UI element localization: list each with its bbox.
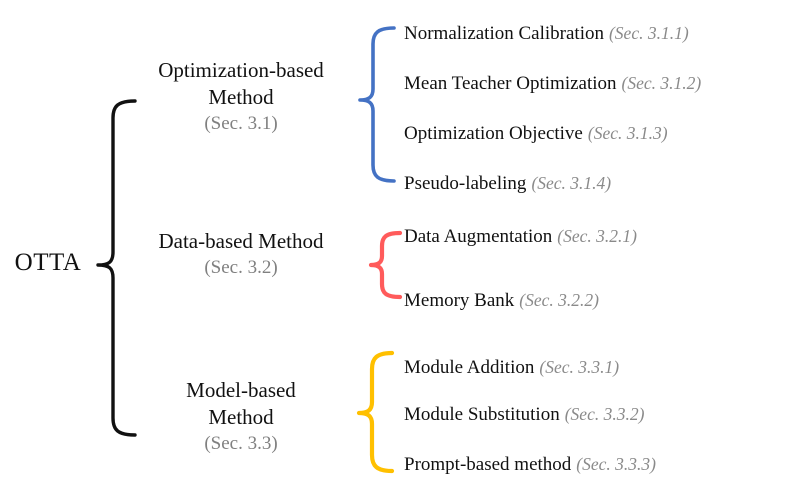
branch-brace-model [356, 350, 395, 474]
leaf-title: Prompt-based method [404, 454, 572, 475]
leaf-section-ref: (Sec. 3.3.2) [564, 404, 645, 424]
leaf-title: Pseudo-labeling [404, 173, 527, 194]
leaf-title: Data Augmentation [404, 226, 553, 247]
branch-brace-optimization [358, 26, 396, 183]
leaf-section-ref: (Sec. 3.3.3) [576, 454, 656, 474]
leaf-node-data-augmentation[interactable]: Data Augmentation(Sec. 3.2.1) [404, 224, 789, 249]
category-node-model-based-method[interactable]: Model-based Method (Sec. 3.3) [122, 377, 360, 457]
leaf-section-ref: (Sec. 3.2.2) [519, 290, 599, 310]
leaf-node-optimization-objective[interactable]: Optimization Objective(Sec. 3.1.3) [404, 121, 789, 146]
category-node-data-based-method[interactable]: Data-based Method (Sec. 3.2) [122, 228, 360, 281]
leaf-node-mean-teacher-optimization[interactable]: Mean Teacher Optimization(Sec. 3.1.2) [404, 71, 789, 96]
leaf-node-normalization-calibration[interactable]: Normalization Calibration(Sec. 3.1.1) [404, 21, 789, 46]
leaf-title: Mean Teacher Optimization [404, 73, 617, 94]
leaf-node-prompt-based-method[interactable]: Prompt-based method(Sec. 3.3.3) [404, 452, 789, 477]
category-title-line-1: Model-based [186, 378, 296, 402]
leaf-title: Module Addition [404, 357, 535, 378]
category-section-ref: (Sec. 3.3) [204, 433, 278, 454]
category-title-line-1: Optimization-based [158, 58, 324, 82]
leaf-node-module-substitution[interactable]: Module Substitution(Sec. 3.3.2) [404, 402, 789, 427]
category-title-line-1: Data-based Method [158, 229, 324, 253]
leaf-section-ref: (Sec. 3.1.3) [587, 123, 668, 143]
category-section-ref: (Sec. 3.2) [204, 257, 278, 278]
leaf-node-module-addition[interactable]: Module Addition(Sec. 3.3.1) [404, 355, 789, 380]
leaf-title: Normalization Calibration [404, 23, 604, 44]
root-node-otta[interactable]: OTTA [0, 248, 96, 278]
leaf-title: Module Substitution [404, 404, 560, 425]
leaf-section-ref: (Sec. 3.1.1) [608, 23, 689, 43]
category-section-ref: (Sec. 3.1) [204, 113, 278, 134]
category-title-line-2: Method [208, 405, 274, 429]
leaf-node-memory-bank[interactable]: Memory Bank(Sec. 3.2.2) [404, 288, 789, 313]
category-node-optimization-based-method[interactable]: Optimization-based Method (Sec. 3.1) [122, 57, 360, 137]
leaf-node-pseudo-labeling[interactable]: Pseudo-labeling(Sec. 3.1.4) [404, 171, 789, 196]
leaf-section-ref: (Sec. 3.3.1) [539, 357, 620, 377]
leaf-title: Optimization Objective [404, 123, 583, 144]
leaf-title: Memory Bank [404, 290, 515, 311]
leaf-section-ref: (Sec. 3.1.4) [531, 173, 612, 193]
leaf-section-ref: (Sec. 3.1.2) [621, 73, 702, 93]
root-label-text: OTTA [14, 249, 82, 276]
category-title-line-2: Method [208, 85, 274, 109]
branch-brace-data [368, 230, 403, 300]
leaf-section-ref: (Sec. 3.2.1) [557, 226, 637, 246]
